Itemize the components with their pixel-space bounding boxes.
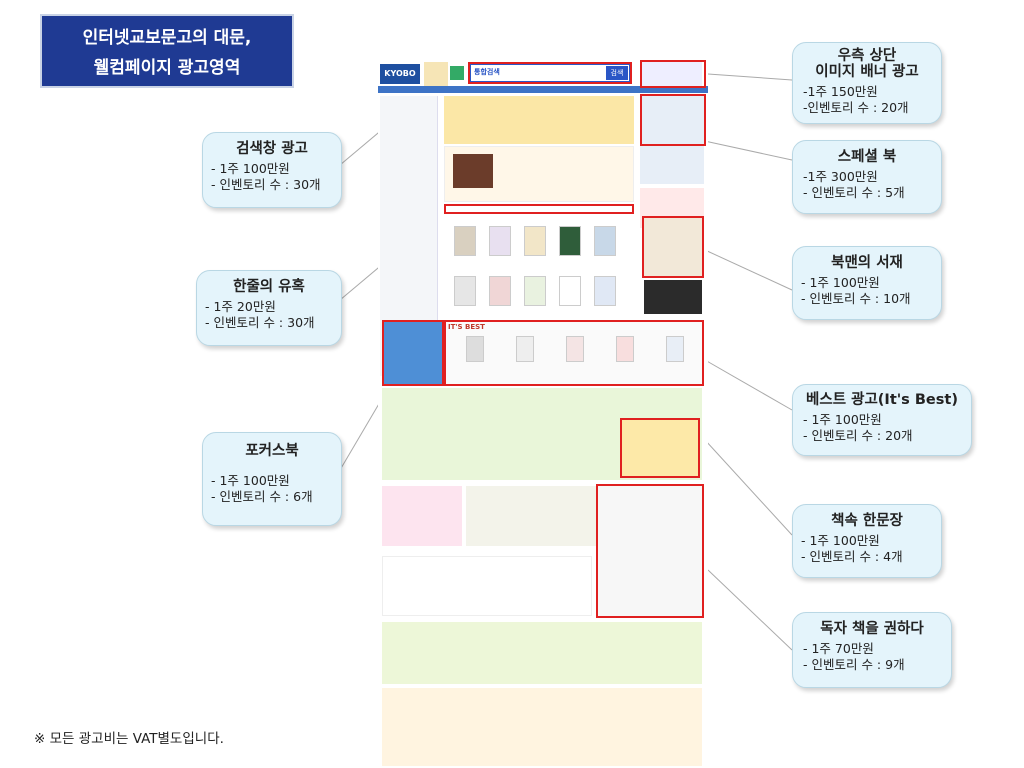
callout-sentence: 책속 한문장 - 1주 100만원 - 인벤토리 수 : 4개 — [792, 504, 942, 578]
highlight-focus — [382, 320, 444, 386]
callout-focus-inventory: - 인벤토리 수 : 6개 — [211, 489, 313, 504]
highlight-sentence — [620, 418, 700, 478]
lower-middle-banner[interactable] — [466, 486, 596, 546]
callout-reader-head: 독자 책을 권하다 — [820, 621, 924, 637]
callout-sentence-inventory: - 인벤토리 수 : 4개 — [801, 549, 903, 564]
callout-top-right-price: -1주 150만원 — [803, 84, 878, 99]
lower-product-row[interactable] — [382, 556, 592, 616]
callout-top-right-banner: 우측 상단 이미지 배너 광고 -1주 150만원 -인벤토리 수 : 20개 — [792, 42, 942, 124]
callout-reader-price: - 1주 70만원 — [803, 641, 874, 656]
callout-top-right-head1: 우측 상단 — [837, 48, 897, 64]
callout-focus: 포커스북 - 1주 100만원 - 인벤토리 수 : 6개 — [202, 432, 342, 526]
highlight-one-line — [444, 204, 634, 214]
featured-book-cover — [453, 154, 493, 188]
top-right-banner[interactable] — [642, 60, 702, 86]
callout-special-book-inventory: - 인벤토리 수 : 5개 — [803, 185, 905, 200]
highlight-best — [444, 320, 704, 386]
callout-search-inventory: - 인벤토리 수 : 30개 — [211, 177, 321, 192]
vat-note: ※ 모든 광고비는 VAT별도입니다. — [34, 731, 224, 747]
callout-bookman: 북맨의 서재 - 1주 100만원 - 인벤토리 수 : 10개 — [792, 246, 942, 320]
reader-recommend-panel[interactable] — [598, 486, 702, 616]
main-banner[interactable] — [444, 96, 634, 144]
highlight-search — [468, 62, 632, 84]
callout-top-right-head2: 이미지 배너 광고 — [815, 64, 919, 80]
callout-best-head: 베스트 광고(It's Best) — [806, 392, 958, 408]
sentence-banner[interactable] — [622, 420, 698, 476]
nav-bar[interactable] — [378, 86, 708, 93]
callout-oneline-head: 한줄의 유혹 — [233, 279, 305, 295]
right-column-top[interactable] — [640, 96, 704, 184]
website-screenshot: KYOBO 통합검색 검색 IT'S BEST — [378, 56, 708, 768]
callout-bookman-price: - 1주 100만원 — [801, 275, 880, 290]
callout-top-right-inventory: -인벤토리 수 : 20개 — [803, 100, 909, 115]
special-products-band[interactable] — [382, 688, 702, 766]
callout-focus-price: - 1주 100만원 — [211, 473, 290, 488]
callout-special-book-head: 스페셜 북 — [837, 149, 897, 165]
callout-special-book: 스페셜 북 -1주 300만원 - 인벤토리 수 : 5개 — [792, 140, 942, 214]
highlight-top-right — [640, 60, 706, 88]
highlight-special-book — [640, 94, 706, 146]
callout-focus-head: 포커스북 — [245, 443, 299, 459]
callout-bookman-head: 북맨의 서재 — [831, 255, 903, 271]
title-line-2: 웰컴페이지 광고영역 — [93, 58, 241, 78]
best-label: IT'S BEST — [448, 323, 485, 331]
callout-sentence-head: 책속 한문장 — [831, 513, 903, 529]
lower-left-banner[interactable] — [382, 486, 462, 546]
callout-best-inventory: - 인벤토리 수 : 20개 — [803, 428, 913, 443]
callout-reader-inventory: - 인벤토리 수 : 9개 — [803, 657, 905, 672]
search-button[interactable]: 검색 — [606, 66, 628, 80]
title-line-1: 인터넷교보문고의 대문, — [82, 28, 252, 48]
callout-sentence-price: - 1주 100만원 — [801, 533, 880, 548]
book-grid[interactable] — [444, 216, 634, 326]
search-label: 통합검색 — [474, 68, 500, 76]
callout-search-price: - 1주 100만원 — [211, 161, 290, 176]
callout-bookman-inventory: - 인벤토리 수 : 10개 — [801, 291, 911, 306]
callout-special-book-price: -1주 300만원 — [803, 169, 878, 184]
green-promo-band[interactable] — [382, 622, 702, 684]
callout-search-head: 검색창 광고 — [236, 141, 308, 157]
callout-oneline-price: - 1주 20만원 — [205, 299, 276, 314]
callout-reader: 독자 책을 권하다 - 1주 70만원 - 인벤토리 수 : 9개 — [792, 612, 952, 688]
focus-book-banner[interactable] — [382, 322, 442, 384]
callout-oneline: 한줄의 유혹 - 1주 20만원 - 인벤토리 수 : 30개 — [196, 270, 342, 346]
header-icon — [450, 66, 464, 80]
header-banner — [424, 62, 448, 86]
callout-best: 베스트 광고(It's Best) - 1주 100만원 - 인벤토리 수 : … — [792, 384, 972, 456]
bookman-banner[interactable] — [644, 218, 702, 276]
best-section[interactable]: IT'S BEST — [446, 322, 702, 384]
callout-search: 검색창 광고 - 1주 100만원 - 인벤토리 수 : 30개 — [202, 132, 342, 208]
highlight-bookman — [642, 216, 704, 278]
page-title-box: 인터넷교보문고의 대문, 웰컴페이지 광고영역 — [40, 14, 294, 88]
callout-oneline-inventory: - 인벤토리 수 : 30개 — [205, 315, 315, 330]
kyobo-logo: KYOBO — [380, 64, 420, 84]
callout-best-price: - 1주 100만원 — [803, 412, 882, 427]
search-bar[interactable]: 통합검색 검색 — [470, 64, 630, 82]
right-dark-banner[interactable] — [644, 280, 702, 314]
highlight-reader — [596, 484, 704, 618]
